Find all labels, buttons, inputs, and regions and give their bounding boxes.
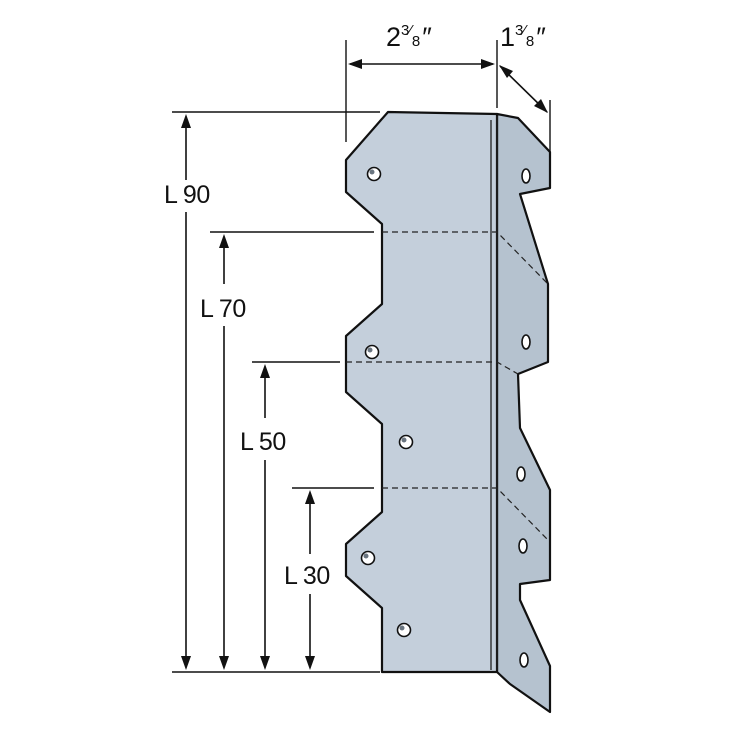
- label-l50: L 50: [240, 428, 286, 456]
- arrowhead: [348, 59, 362, 69]
- flange-hole: [516, 466, 526, 482]
- label-l30: L 30: [284, 562, 330, 590]
- dimension-l30: [305, 490, 315, 670]
- nail-hole: [396, 622, 412, 638]
- bracket-side-flange: [495, 112, 552, 714]
- flange-hole: [519, 652, 529, 668]
- label-l70: L 70: [200, 295, 246, 323]
- nail-hole: [398, 434, 414, 450]
- depth-label: 13⁄8″: [500, 22, 546, 52]
- arrowhead: [481, 59, 495, 69]
- label-l90: L 90: [164, 181, 210, 209]
- arrowhead: [534, 99, 548, 113]
- section-line-50: [346, 361, 519, 375]
- bracket-front-plate: [344, 110, 499, 674]
- arrowhead: [499, 65, 513, 78]
- flange-hole: [521, 334, 531, 350]
- dimension-l70: [219, 234, 229, 670]
- nail-hole: [364, 344, 380, 360]
- width-label: 23⁄8″: [386, 22, 432, 52]
- section-line-30: [382, 487, 549, 541]
- flange-hole: [521, 168, 531, 184]
- nail-hole: [366, 166, 382, 182]
- dimension-l90: [181, 114, 191, 670]
- nail-hole: [360, 550, 376, 566]
- dimension-l50: [260, 364, 270, 670]
- section-line-70: [382, 231, 549, 285]
- flange-hole: [518, 538, 528, 554]
